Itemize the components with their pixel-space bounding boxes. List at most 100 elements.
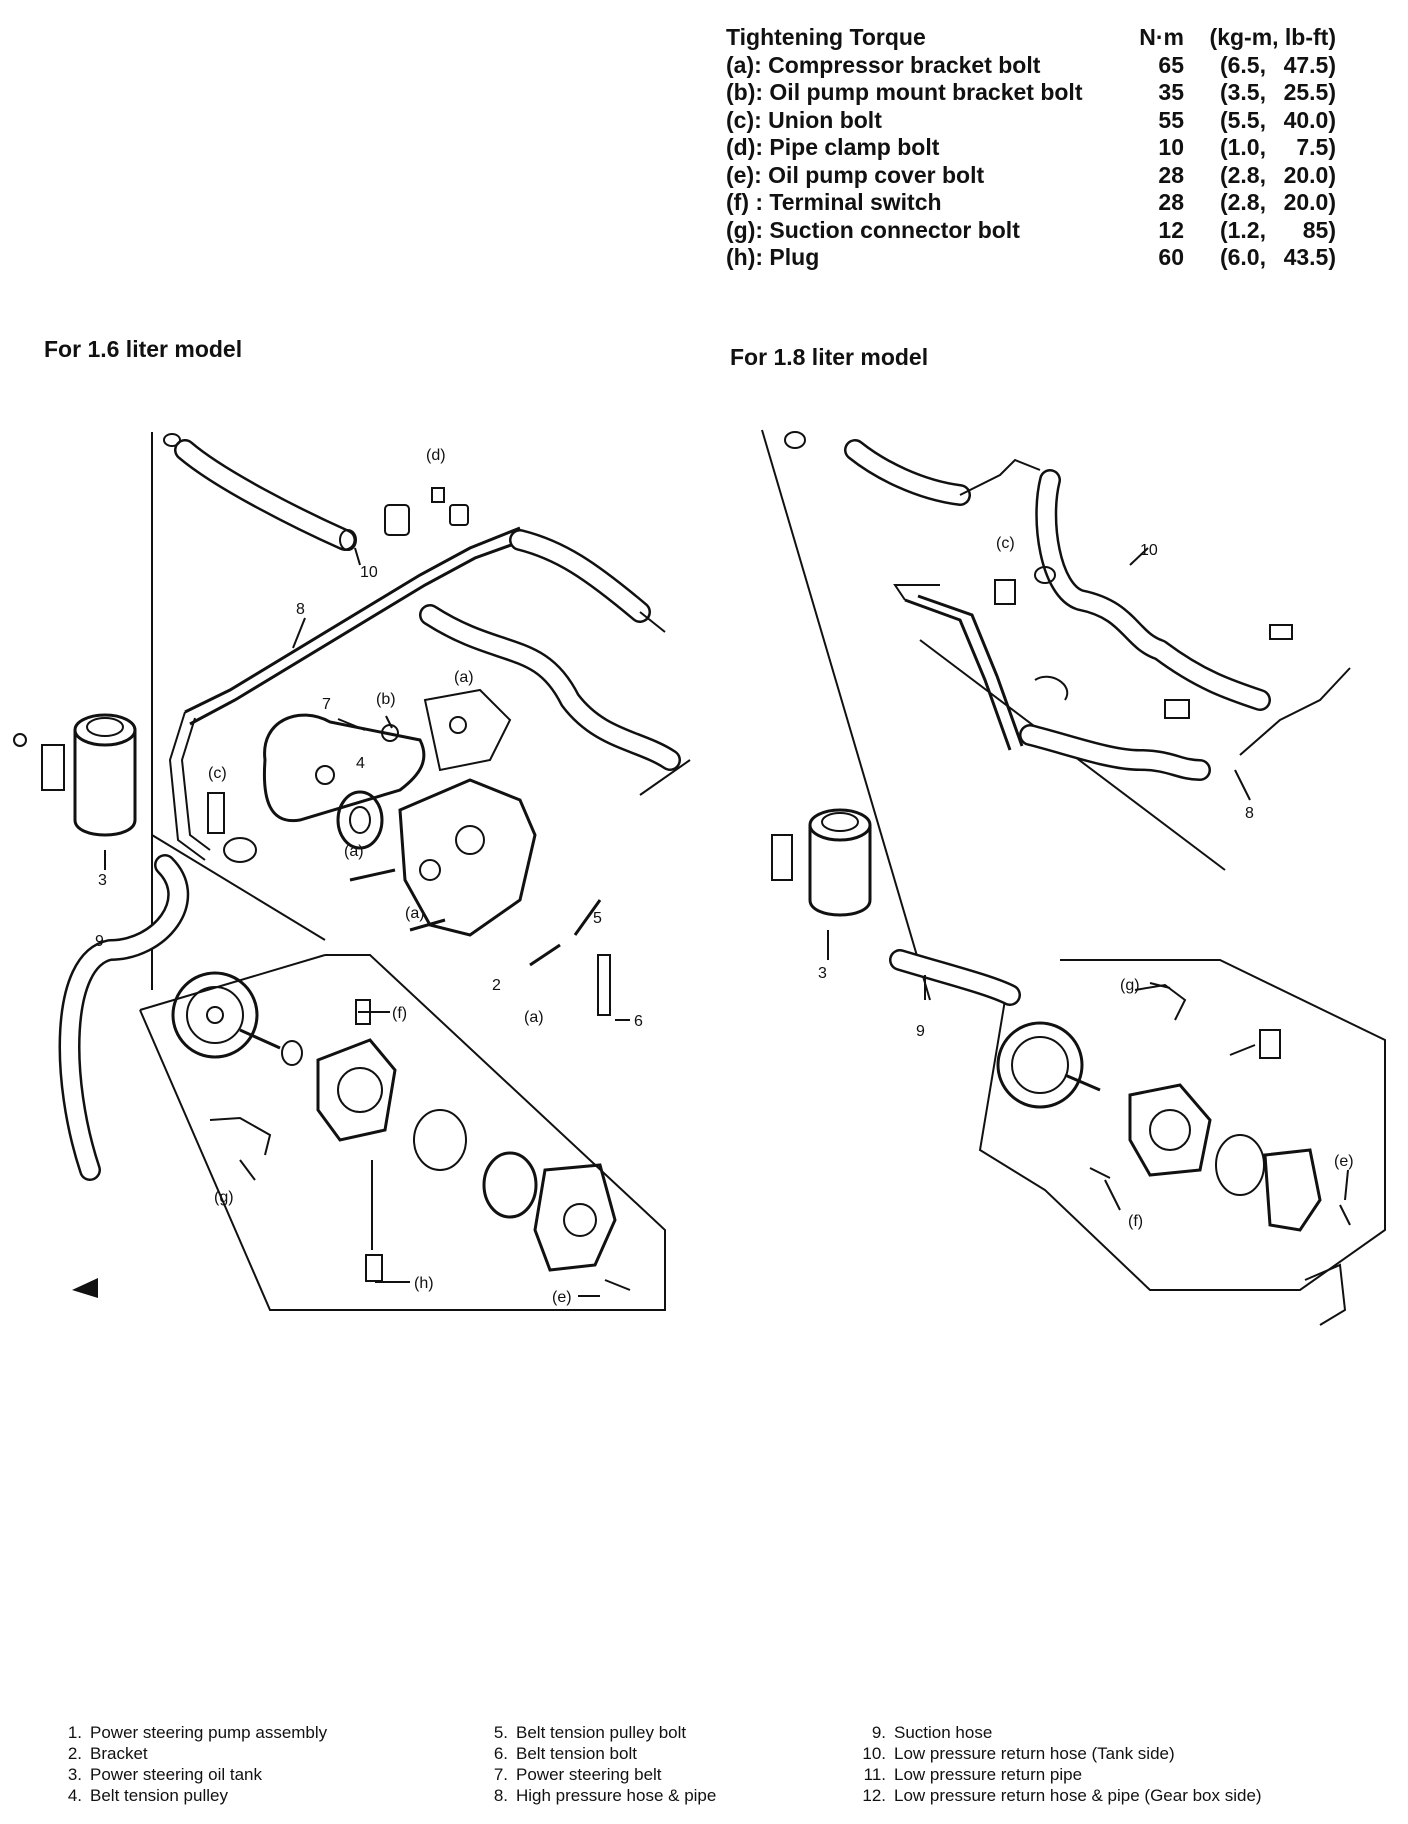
pump-cover xyxy=(1263,1148,1322,1232)
right-pump-frame xyxy=(978,959,1386,1291)
pipe-clamp xyxy=(384,504,410,536)
callout-a-low: (a) xyxy=(524,1009,544,1026)
pump-shaft xyxy=(1064,1073,1101,1092)
oil-tank-3 xyxy=(13,713,137,837)
pump-ring xyxy=(482,1151,538,1219)
torque-nm: 12 xyxy=(1158,216,1184,243)
oil-tank-3 xyxy=(771,808,872,917)
torque-lbft: 25.5) xyxy=(1283,79,1336,105)
torque-header-nm: N·m xyxy=(1139,24,1184,50)
legend-item: 7.Power steering belt xyxy=(493,1765,662,1784)
pump-body xyxy=(316,1038,397,1142)
torque-name: Compressor bracket bolt xyxy=(768,51,1041,78)
left-diagram: (d) 10 8 (a) (b) 7 4 (c) 3 9 (a) (a) 5 2… xyxy=(13,432,691,1311)
torque-header-row: Tightening Torque N·m (kg-m, lb-ft) xyxy=(726,24,1336,52)
torque-row: (g): Suction connector bolt 12 (1.2,85) xyxy=(726,217,1336,245)
union-pipe xyxy=(893,584,940,601)
pulley-nut xyxy=(315,765,335,785)
callout-9: 9 xyxy=(916,1023,925,1040)
union-fitting xyxy=(223,837,257,863)
torque-row: (a): Compressor bracket bolt 65 (6.5, 47.… xyxy=(726,52,1336,80)
torque-row: (e): Oil pump cover bolt 28 (2.8,20.0) xyxy=(726,162,1336,190)
torque-kgm: (3.5, xyxy=(1219,79,1266,105)
pump-assembly-1 xyxy=(996,983,1351,1326)
bolt-a xyxy=(529,943,561,967)
bolt-a xyxy=(409,918,446,932)
tank-bracket xyxy=(41,744,65,791)
callout-2: 2 xyxy=(492,977,501,994)
return-pipe xyxy=(168,711,206,861)
union-bolt-c xyxy=(994,579,1016,605)
right-boundary-line xyxy=(761,429,931,1001)
callout-10: 10 xyxy=(1140,542,1158,559)
pump-body xyxy=(1128,1083,1212,1177)
callout-c: (c) xyxy=(996,535,1015,552)
torque-kgm: (6.0, xyxy=(1219,244,1266,270)
torque-kgm: (6.5, xyxy=(1219,51,1266,78)
pump-cam-ring xyxy=(413,1109,467,1171)
legend-item: 11.Low pressure return pipe xyxy=(863,1765,1083,1784)
hose-clamp xyxy=(1034,566,1056,584)
pipe-clip xyxy=(1034,675,1069,701)
callout-a-mid1: (a) xyxy=(344,843,364,860)
callout-a-mid2: (a) xyxy=(405,905,425,922)
torque-header-label: Tightening Torque xyxy=(726,24,926,50)
torque-lbft: 43.5) xyxy=(1283,244,1336,270)
torque-key: (e): xyxy=(726,161,762,188)
torque-nm: 55 xyxy=(1158,106,1184,133)
torque-nm: 65 xyxy=(1158,51,1184,78)
callout-g: (g) xyxy=(214,1189,234,1206)
torque-nm: 28 xyxy=(1158,161,1184,188)
torque-nm: 60 xyxy=(1158,244,1184,270)
torque-row: (h): Plug 60 (6.0,43.5) xyxy=(726,244,1336,272)
hose-clamp xyxy=(163,433,181,447)
pipe-clamp-bolt-d xyxy=(431,487,445,503)
callout-c: (c) xyxy=(208,765,227,782)
callout-5: 5 xyxy=(593,910,602,927)
callout-e: (e) xyxy=(1334,1153,1354,1170)
torque-kgm: (2.8, xyxy=(1219,161,1266,188)
torque-kgm: (5.5, xyxy=(1219,106,1266,133)
torque-row: (c): Union bolt 55 (5.5,40.0) xyxy=(726,107,1336,135)
legend-item: 10.Low pressure return hose (Tank side) xyxy=(862,1744,1175,1763)
torque-name: Oil pump cover bolt xyxy=(768,161,985,188)
callout-6: 6 xyxy=(634,1013,643,1030)
union-bolt-c xyxy=(207,792,225,834)
legend-item: 2.Bracket xyxy=(67,1744,148,1763)
bolt-e xyxy=(1339,1204,1351,1226)
mount-bracket xyxy=(1304,1263,1347,1326)
torque-key: (a): xyxy=(726,51,762,78)
torque-name: Union bolt xyxy=(768,106,882,133)
torque-key: (d): xyxy=(726,134,764,160)
torque-lbft: 47.5) xyxy=(1283,51,1336,78)
callout-8: 8 xyxy=(1245,805,1254,822)
torque-name: Terminal switch xyxy=(769,189,942,215)
pump-pulley xyxy=(171,971,259,1059)
bracket-2 xyxy=(398,778,537,937)
terminal-fitting xyxy=(1259,1029,1281,1059)
callout-b: (b) xyxy=(376,691,396,708)
left-boundary-line xyxy=(151,834,326,941)
bolt-f xyxy=(1089,1167,1111,1179)
legend-item: 12.Low pressure return hose & pipe (Gear… xyxy=(862,1786,1262,1805)
callout-e: (e) xyxy=(552,1289,572,1306)
torque-key: (c): xyxy=(726,106,762,133)
torque-kgm: (2.8, xyxy=(1219,189,1266,215)
torque-name: Oil pump mount bracket bolt xyxy=(769,79,1083,105)
legend-column-1: 1.Power steering pump assembly 2.Bracket… xyxy=(54,1722,327,1806)
belt-7 xyxy=(262,713,426,823)
torque-key: (g): xyxy=(726,216,764,243)
bolt-icon xyxy=(13,733,27,747)
tank-bracket xyxy=(771,834,793,881)
callout-3: 3 xyxy=(98,872,107,889)
pipe-clamp-nut xyxy=(449,504,469,526)
callout-f: (f) xyxy=(1128,1213,1143,1230)
torque-table: Tightening Torque N·m (kg-m, lb-ft) (a):… xyxy=(726,24,1336,272)
bolt-5 xyxy=(573,899,602,936)
torque-key: (f) : xyxy=(726,189,764,215)
callout-d: (d) xyxy=(426,447,446,464)
pipe-clamp xyxy=(1164,699,1190,719)
legend-item: 8.High pressure hose & pipe xyxy=(493,1786,717,1805)
callout-a-top: (a) xyxy=(454,669,474,686)
suction-connector xyxy=(1134,983,1187,1021)
